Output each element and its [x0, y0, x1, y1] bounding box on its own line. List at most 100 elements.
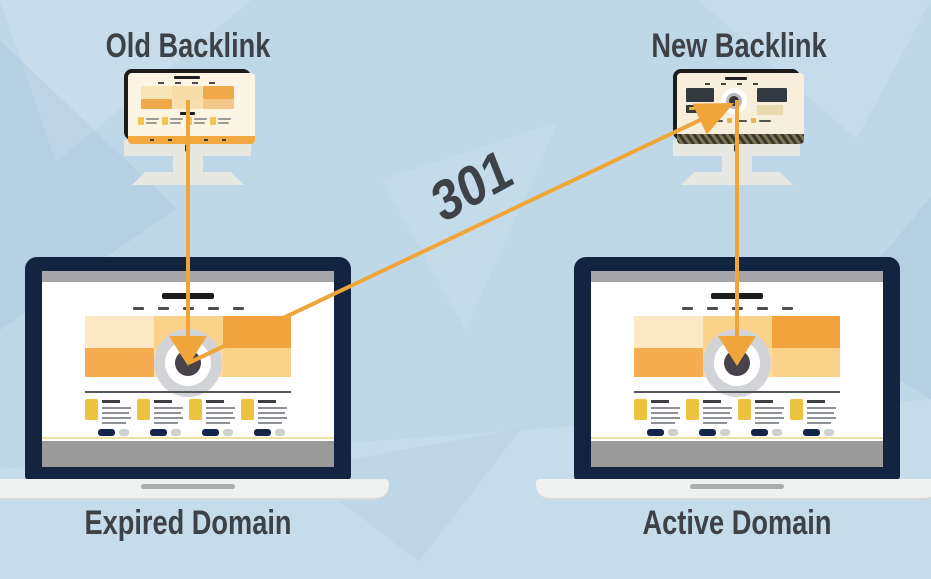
mini-accent-mark — [703, 118, 708, 123]
button-pair — [202, 429, 236, 436]
nav-dash — [782, 307, 793, 310]
content-columns — [85, 399, 291, 427]
mini-nav-dash — [209, 82, 215, 84]
text-line — [807, 417, 836, 419]
mini-text-line — [711, 120, 723, 122]
laptop-base — [0, 479, 389, 500]
mini-nav-dash — [705, 83, 710, 85]
text-line — [703, 422, 727, 424]
mini-footer-tick — [150, 139, 154, 141]
column-icon — [137, 399, 150, 420]
content-divider — [85, 391, 291, 393]
expired-domain-label: Expired Domain — [84, 504, 292, 542]
text-line — [102, 422, 126, 424]
hero-block — [772, 348, 840, 377]
button-row — [85, 429, 291, 437]
mini-dark-block — [686, 105, 708, 113]
secondary-button — [772, 429, 782, 436]
mini-text-line — [194, 118, 207, 120]
monitor-frame — [673, 69, 804, 144]
text-line — [703, 417, 732, 419]
content-column — [790, 399, 838, 427]
secondary-button — [275, 429, 285, 436]
content-column — [686, 399, 734, 427]
secondary-button — [720, 429, 730, 436]
text-line — [651, 412, 678, 414]
button-pair — [803, 429, 837, 436]
primary-button — [98, 429, 115, 436]
hero-block — [85, 316, 154, 348]
text-line — [206, 412, 233, 414]
column-icon — [634, 399, 647, 420]
mini-hero-block — [203, 99, 234, 109]
mini-bullseye-center — [729, 96, 739, 106]
hero-block — [634, 316, 703, 348]
text-line — [651, 407, 680, 409]
hero-block — [223, 348, 291, 377]
page-footer — [591, 441, 883, 467]
content-columns — [634, 399, 840, 427]
secondary-button — [824, 429, 834, 436]
content-column — [241, 399, 289, 427]
text-line — [206, 417, 235, 419]
primary-button — [647, 429, 664, 436]
hero-block — [634, 348, 703, 377]
mini-nav-dash — [175, 82, 181, 84]
mini-nav-dash — [721, 83, 726, 85]
primary-button — [803, 429, 820, 436]
column-icon — [85, 399, 98, 420]
footer-accent-line — [591, 437, 883, 439]
mini-dark-block — [686, 88, 714, 102]
text-line — [703, 407, 732, 409]
primary-button — [202, 429, 219, 436]
monitor-screen — [128, 73, 255, 144]
nav-dash — [682, 307, 693, 310]
secondary-button — [668, 429, 678, 436]
text-line — [651, 400, 669, 403]
text-line — [206, 400, 224, 403]
text-line — [651, 422, 675, 424]
new-backlink-arrow-line — [735, 100, 739, 340]
text-line — [703, 412, 730, 414]
mini-nav-dash — [158, 82, 164, 84]
text-line — [703, 400, 721, 403]
laptop-base-notch — [690, 484, 784, 489]
mini-footer-hatched — [677, 134, 804, 144]
text-line — [102, 400, 120, 403]
mini-text-line — [759, 120, 771, 122]
mini-accent-mark — [689, 107, 695, 110]
text-line — [807, 412, 834, 414]
page-footer — [42, 441, 334, 467]
text-line — [807, 407, 836, 409]
mini-cream-block — [757, 105, 783, 115]
column-icon — [738, 399, 751, 420]
mini-nav-dash — [192, 82, 198, 84]
primary-button — [751, 429, 768, 436]
button-pair — [751, 429, 785, 436]
content-divider — [634, 391, 840, 393]
content-column — [85, 399, 133, 427]
text-line — [258, 422, 282, 424]
secondary-button — [223, 429, 233, 436]
mini-text-line — [735, 120, 747, 122]
footer-accent-line — [42, 437, 334, 439]
nav-dash — [757, 307, 768, 310]
text-line — [154, 407, 183, 409]
text-line — [154, 422, 178, 424]
column-icon — [790, 399, 803, 420]
mini-hero-block — [203, 86, 234, 99]
active-domain-label: Active Domain — [642, 504, 832, 542]
text-line — [755, 400, 773, 403]
text-line — [807, 422, 831, 424]
content-column — [634, 399, 682, 427]
text-line — [755, 422, 779, 424]
button-pair — [98, 429, 132, 436]
column-icon — [241, 399, 254, 420]
column-icon — [189, 399, 202, 420]
text-line — [258, 407, 287, 409]
mini-accent-mark — [727, 118, 732, 123]
mini-logo-bar — [725, 77, 747, 80]
mini-footer-band — [128, 136, 255, 144]
nav-dash — [707, 307, 718, 310]
